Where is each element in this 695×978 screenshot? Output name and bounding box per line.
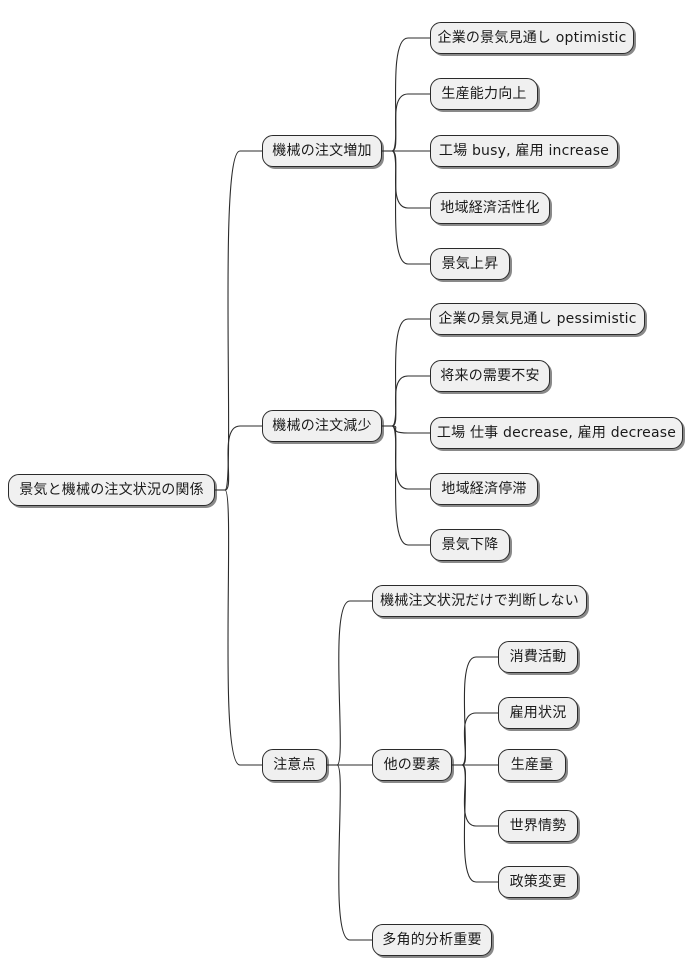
node-label: 工場 仕事 decrease, 雇用 decrease [436, 425, 677, 441]
edge-branch_increase-to-inc_2 [391, 93, 430, 152]
node-decrease-regional-economy-stagnant[interactable]: 地域経済停滞 [430, 473, 538, 505]
node-label: 機械の注文減少 [272, 418, 372, 434]
node-other-consumption[interactable]: 消費活動 [498, 641, 578, 673]
node-other-production-volume[interactable]: 生産量 [498, 749, 566, 781]
node-label: 消費活動 [509, 649, 567, 665]
node-label: 生産量 [510, 757, 554, 773]
node-decrease-future-demand-anxiety[interactable]: 将来の需要不安 [430, 360, 550, 392]
node-branch-order-increase[interactable]: 機械の注文増加 [262, 135, 382, 167]
node-label: 注意点 [273, 757, 316, 773]
edge-root-to-branch_caution [224, 489, 262, 766]
node-increase-capacity-up[interactable]: 生産能力向上 [430, 78, 538, 110]
node-decrease-outlook-pessimistic[interactable]: 企業の景気見通し pessimistic [430, 303, 645, 335]
edge-cau_other-to-oth_5 [461, 764, 498, 883]
edge-branch_caution-to-cau_last [336, 764, 372, 941]
edge-branch_decrease-to-dec_3 [391, 425, 430, 434]
edge-branch_increase-to-inc_5 [391, 150, 430, 265]
node-label: 地域経済活性化 [440, 200, 540, 216]
node-root[interactable]: 景気と機械の注文状況の関係 [8, 474, 215, 506]
node-label: 景気上昇 [441, 256, 499, 272]
node-label: 企業の景気見通し optimistic [437, 30, 627, 46]
edge-branch_decrease-to-dec_1 [391, 318, 430, 427]
edge-branch_increase-to-inc_4 [391, 150, 430, 209]
node-decrease-factory-work-down[interactable]: 工場 仕事 decrease, 雇用 decrease [430, 417, 683, 449]
edge-root-to-branch_decrease [224, 425, 262, 491]
node-label: 景気と機械の注文状況の関係 [19, 482, 204, 498]
node-decrease-economy-decline[interactable]: 景気下降 [430, 529, 510, 561]
edge-branch_decrease-to-dec_4 [391, 425, 430, 490]
node-label: 世界情勢 [509, 818, 567, 834]
node-label: 多角的分析重要 [382, 932, 482, 948]
node-caution-multifaceted-analysis[interactable]: 多角的分析重要 [372, 924, 492, 956]
node-label: 工場 busy, 雇用 increase [438, 143, 610, 159]
node-label: 他の要素 [383, 757, 441, 773]
edge-branch_increase-to-inc_1 [391, 37, 430, 152]
node-label: 雇用状況 [509, 705, 567, 721]
node-label: 将来の需要不安 [440, 368, 540, 384]
node-label: 機械の注文増加 [272, 143, 372, 159]
node-label: 政策変更 [509, 874, 567, 890]
node-other-world-situation[interactable]: 世界情勢 [498, 810, 578, 842]
node-increase-factory-busy[interactable]: 工場 busy, 雇用 increase [430, 135, 618, 167]
node-increase-economy-rise[interactable]: 景気上昇 [430, 248, 510, 280]
edge-branch_decrease-to-dec_2 [391, 375, 430, 427]
edge-cau_other-to-oth_4 [461, 764, 498, 827]
node-caution-other-factors[interactable]: 他の要素 [372, 749, 452, 781]
node-label: 企業の景気見通し pessimistic [438, 311, 637, 327]
node-increase-regional-economy-active[interactable]: 地域経済活性化 [430, 192, 550, 224]
edge-root-to-branch_increase [224, 150, 262, 491]
edge-branch_caution-to-cau_1 [336, 600, 372, 766]
node-branch-order-decrease[interactable]: 機械の注文減少 [262, 410, 382, 442]
node-label: 地域経済停滞 [441, 481, 527, 497]
node-other-employment[interactable]: 雇用状況 [498, 697, 578, 729]
edge-branch_decrease-to-dec_5 [391, 425, 430, 546]
edge-cau_other-to-oth_2 [461, 712, 498, 766]
node-caution-not-only-orders[interactable]: 機械注文状況だけで判断しない [372, 585, 587, 617]
node-label: 生産能力向上 [441, 86, 527, 102]
node-label: 景気下降 [441, 537, 499, 553]
node-label: 機械注文状況だけで判断しない [380, 593, 579, 609]
node-increase-outlook-optimistic[interactable]: 企業の景気見通し optimistic [430, 22, 634, 54]
node-other-policy-change[interactable]: 政策変更 [498, 866, 578, 898]
node-branch-caution[interactable]: 注意点 [262, 749, 327, 781]
edge-cau_other-to-oth_1 [461, 656, 498, 766]
